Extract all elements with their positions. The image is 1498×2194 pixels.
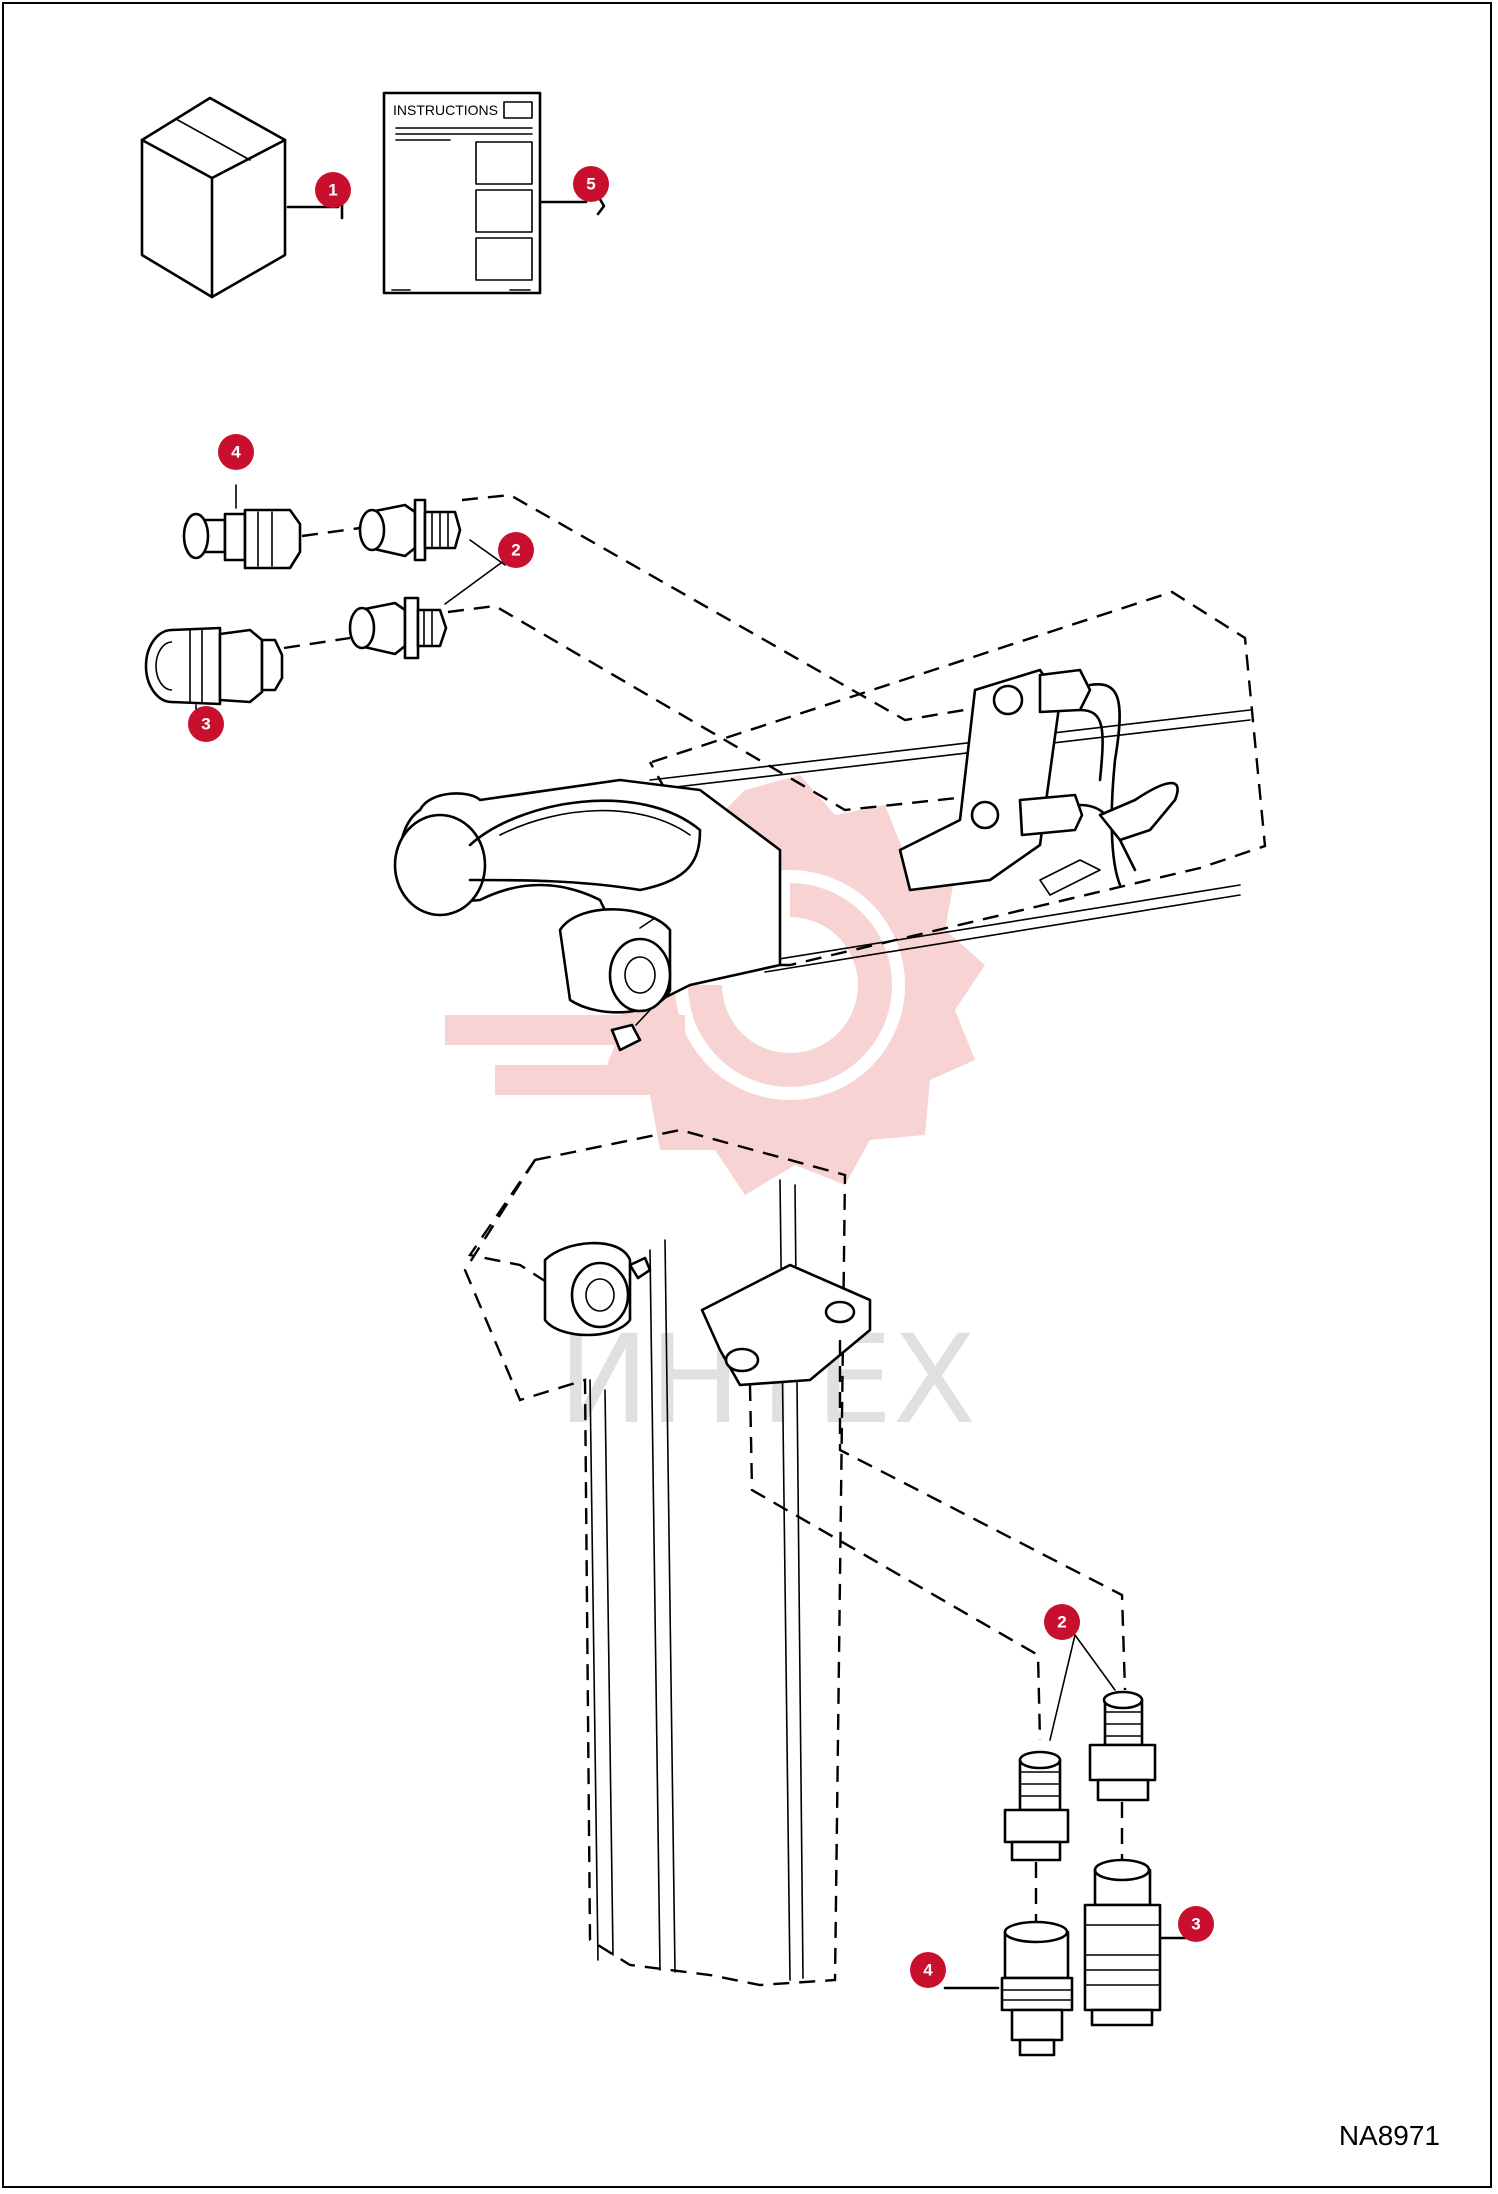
callout-badge-3-lower: 3 bbox=[1178, 1906, 1214, 1942]
coupler-male-4-lower bbox=[1000, 1920, 1074, 2057]
instruction-sheet-5: INSTRUCTIONS bbox=[382, 91, 542, 295]
callout-badge-2-upper-label: 2 bbox=[511, 541, 520, 560]
coupler-female-3-lower bbox=[1083, 1858, 1162, 2027]
callout-badge-4-lower: 4 bbox=[910, 1952, 946, 1988]
leader-2-upper bbox=[444, 539, 506, 605]
dash-path-upper-c bbox=[283, 636, 351, 650]
callout-badge-5-label: 5 bbox=[586, 175, 595, 194]
coupler-male-4-upper bbox=[182, 508, 302, 570]
adapter-fitting-2-lower-left bbox=[1003, 1750, 1070, 1862]
dash-path-upper-b bbox=[461, 493, 1036, 722]
parts-box-1 bbox=[140, 96, 287, 299]
callout-badge-4-upper: 4 bbox=[218, 434, 254, 470]
callout-badge-5: 5 bbox=[573, 166, 609, 202]
callout-badge-1: 1 bbox=[315, 172, 351, 208]
callout-badge-2-lower: 2 bbox=[1044, 1604, 1080, 1640]
adapter-fitting-2-lower bbox=[348, 596, 448, 660]
callout-badge-1-label: 1 bbox=[328, 181, 337, 200]
instruction-sheet-heading: INSTRUCTIONS bbox=[393, 102, 498, 118]
callout-badge-2-upper: 2 bbox=[498, 532, 534, 568]
dash-path-upper-d bbox=[447, 604, 986, 812]
lift-arm-upright bbox=[463, 1128, 1127, 1987]
adapter-fitting-2-lower-right bbox=[1088, 1690, 1157, 1802]
boom-arm-assembly bbox=[393, 590, 1267, 1052]
callout-badge-3-upper-label: 3 bbox=[201, 715, 210, 734]
callout-badge-3-lower-label: 3 bbox=[1191, 1915, 1200, 1934]
callout-badge-4-upper-label: 4 bbox=[231, 443, 241, 462]
callout-badge-2-lower-label: 2 bbox=[1057, 1613, 1066, 1632]
dash-path-upper-a bbox=[301, 526, 361, 538]
coupler-female-3-upper bbox=[144, 626, 284, 706]
adapter-fitting-2-upper bbox=[358, 498, 462, 562]
callout-badge-3-upper: 3 bbox=[188, 706, 224, 742]
leader-2-lower bbox=[1049, 1634, 1116, 1741]
drawing-code: NA8971 bbox=[1338, 2120, 1440, 2151]
callout-badge-4-lower-label: 4 bbox=[923, 1961, 933, 1980]
